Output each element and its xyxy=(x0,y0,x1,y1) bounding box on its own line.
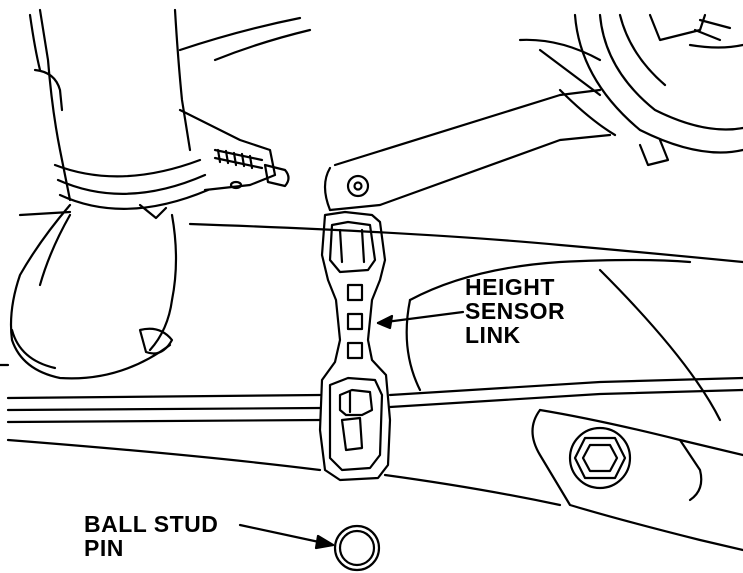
upper-bushing xyxy=(558,13,743,167)
label-line-2: PIN xyxy=(84,535,124,561)
height-sensor-link xyxy=(318,210,392,482)
hose xyxy=(9,8,210,380)
label-line-2: SENSOR xyxy=(465,298,566,324)
label-line-3: LINK xyxy=(465,322,521,348)
lower-arm xyxy=(531,408,743,552)
background-panel xyxy=(0,16,743,422)
ball-stud-pin xyxy=(333,524,381,572)
height-sensor-link-label: HEIGHT SENSOR LINK xyxy=(465,275,565,347)
upper-arm xyxy=(323,38,612,212)
label-line-1: BALL STUD xyxy=(84,511,219,537)
ball-stud-pin-label: BALL STUD PIN xyxy=(84,512,218,560)
leader-lines xyxy=(238,310,465,550)
frame-rails xyxy=(6,376,743,507)
label-line-1: HEIGHT xyxy=(465,274,555,300)
hose-clamp xyxy=(138,108,290,220)
